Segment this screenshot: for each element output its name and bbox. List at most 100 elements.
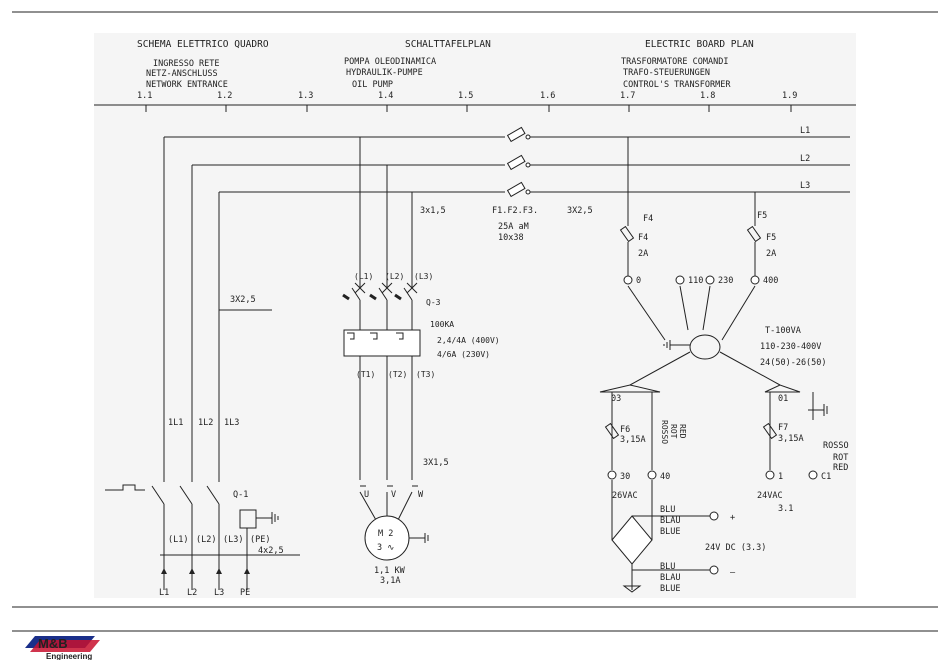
title-row: SCHEMA ELETTRICO QUADRO SCHALTTAFELPLAN …	[137, 39, 754, 50]
label-1l2: 1L2	[198, 418, 213, 428]
network-header-en: NETWORK ENTRANCE	[146, 80, 228, 90]
winding-01: 01	[778, 394, 788, 404]
red-label-a: ROT	[669, 424, 678, 439]
q3-rating-2: 4/6A (230V)	[437, 350, 490, 359]
ruler-label: 1.6	[540, 91, 555, 101]
tap-230: 230	[718, 276, 733, 286]
q1-term: (L2)	[196, 535, 216, 545]
phase-labels: L1 L2 L3	[800, 126, 810, 191]
transformer-taps	[607, 275, 818, 480]
motor-power: 1,1 KW	[374, 566, 406, 576]
f5-rating: 2A	[766, 249, 776, 259]
fuses-f6-f7	[604, 422, 778, 510]
red-label-a: ROSSO	[660, 420, 669, 444]
f4-rating: 2A	[638, 249, 648, 259]
blu-label-b: BLU	[660, 562, 675, 572]
rectifier-bridge	[611, 510, 710, 593]
q1-term: (L1)	[168, 535, 188, 545]
blu-label-a: BLUE	[660, 527, 680, 537]
fuse-labels: F1.F2.F3. 25A aM 10x38 3X2,5 3x1,5	[420, 206, 593, 243]
fuse-rating: 25A aM	[498, 222, 529, 232]
tap-0: 0	[636, 276, 641, 286]
f6-rating: 3,15A	[620, 435, 646, 445]
input-l1: L1	[159, 588, 169, 598]
motor-phase: 3 ∿	[377, 543, 394, 553]
q3-ka: 100KA	[430, 320, 454, 329]
fuse-size: 10x38	[498, 233, 524, 243]
xfmr-id: T-100VA	[765, 326, 801, 336]
q3-id: Q-3	[426, 298, 441, 307]
f6-label: F6	[620, 425, 630, 435]
q3-out: (T2)	[388, 370, 407, 379]
vac-24: 24VAC	[757, 491, 783, 501]
motor-labels: U V W M 2 3 ∿ 1,1 KW 3,1A	[364, 490, 424, 586]
bottom-inputs: L1 L2 L3 PE	[159, 588, 250, 598]
tap-400: 400	[763, 276, 778, 286]
dc-output: 24V DC (3.3)	[705, 543, 766, 553]
vac-26: 26VAC	[612, 491, 638, 501]
q3-out: (T1)	[356, 370, 375, 379]
cable-3x15-motor: 3X1,5	[423, 458, 449, 468]
phase-label-l2: L2	[800, 154, 810, 164]
motor-term-w: W	[418, 490, 424, 500]
winding-03: 03	[611, 394, 621, 404]
q3-breaker	[342, 282, 421, 372]
pump-header-en: OIL PUMP	[352, 80, 393, 90]
ruler-label: 1.2	[217, 91, 232, 101]
pump-header-de: HYDRAULIK-PUMPE	[346, 68, 423, 78]
input-pe: PE	[240, 588, 250, 598]
phase-label-l1: L1	[800, 126, 810, 136]
ruler-label: 1.8	[700, 91, 715, 101]
ruler-label: 1.3	[298, 91, 313, 101]
ref-31: 3.1	[778, 504, 793, 514]
phase-label-l3: L3	[800, 181, 810, 191]
left-labels: 3X2,5 1L1 1L2 1L3	[168, 295, 256, 428]
red-label-b: ROT	[833, 453, 848, 463]
section-headers: INGRESSO RETE NETZ-ANSCHLUSS NETWORK ENT…	[146, 57, 731, 90]
transformer-header-de: TRAFO-STEUERUNGEN	[623, 68, 710, 78]
input-l2: L2	[187, 588, 197, 598]
term-1: 1	[778, 472, 783, 482]
title-german: SCHALTTAFELPLAN	[405, 39, 491, 50]
blu-label-b: BLAU	[660, 573, 680, 583]
term-c1: C1	[821, 472, 831, 482]
q3-rating-1: 2,4/4A (400V)	[437, 336, 500, 345]
ruler-label: 1.4	[378, 91, 393, 101]
transformer-header-en: CONTROL'S TRANSFORMER	[623, 80, 731, 90]
cable-4x25: 4x2,5	[258, 546, 284, 556]
motor-current: 3,1A	[380, 576, 400, 586]
title-english: ELECTRIC BOARD PLAN	[645, 39, 754, 50]
logo-mark: M&B	[38, 636, 68, 651]
transformer-labels: F4 F4 2A F5 F5 2A 0 110 230 400 T-100VA …	[611, 211, 849, 594]
ruler-label: 1.9	[782, 91, 797, 101]
ruler-label: 1.5	[458, 91, 473, 101]
xfmr-voltage-1: 110-230-400V	[760, 342, 821, 352]
column-ruler: 1.1 1.2 1.3 1.4 1.5 1.6 1.7 1.8 1.9	[94, 91, 856, 112]
xfmr-voltage-2: 24(50)-26(50)	[760, 358, 827, 368]
logo-sub: Engineering	[46, 652, 92, 660]
rotated-labels: ROSSO ROT RED	[660, 420, 687, 444]
f5-top: F5	[757, 211, 767, 221]
dc-plus: +	[730, 513, 735, 523]
network-header-de: NETZ-ANSCHLUSS	[146, 69, 218, 79]
busbars	[163, 136, 850, 470]
f4-side: F4	[638, 233, 648, 243]
diagram-background	[94, 33, 856, 598]
dc-minus: –	[730, 568, 736, 578]
pump-header-it: POMPA OLEODINAMICA	[344, 57, 436, 67]
term-30: 30	[620, 472, 630, 482]
blu-label-a: BLU	[660, 505, 675, 515]
ruler-labels: 1.1 1.2 1.3 1.4 1.5 1.6 1.7 1.8 1.9	[137, 91, 797, 101]
q3-term: (L3)	[414, 272, 433, 281]
ruler-ticks	[145, 105, 792, 112]
q1-term: (PE)	[250, 535, 270, 545]
motor-term-u: U	[364, 490, 369, 500]
pump-feeders	[359, 137, 413, 480]
pump-cable-labels: 3X1,5	[423, 458, 449, 468]
q1-main-switch	[105, 470, 300, 590]
cable-3x25-right: 3X2,5	[567, 206, 593, 216]
blu-label-b: BLUE	[660, 584, 680, 594]
label-1l1: 1L1	[168, 418, 183, 428]
q1-labels: Q-1 (L1) (L2) (L3) (PE) 4x2,5	[168, 490, 284, 556]
